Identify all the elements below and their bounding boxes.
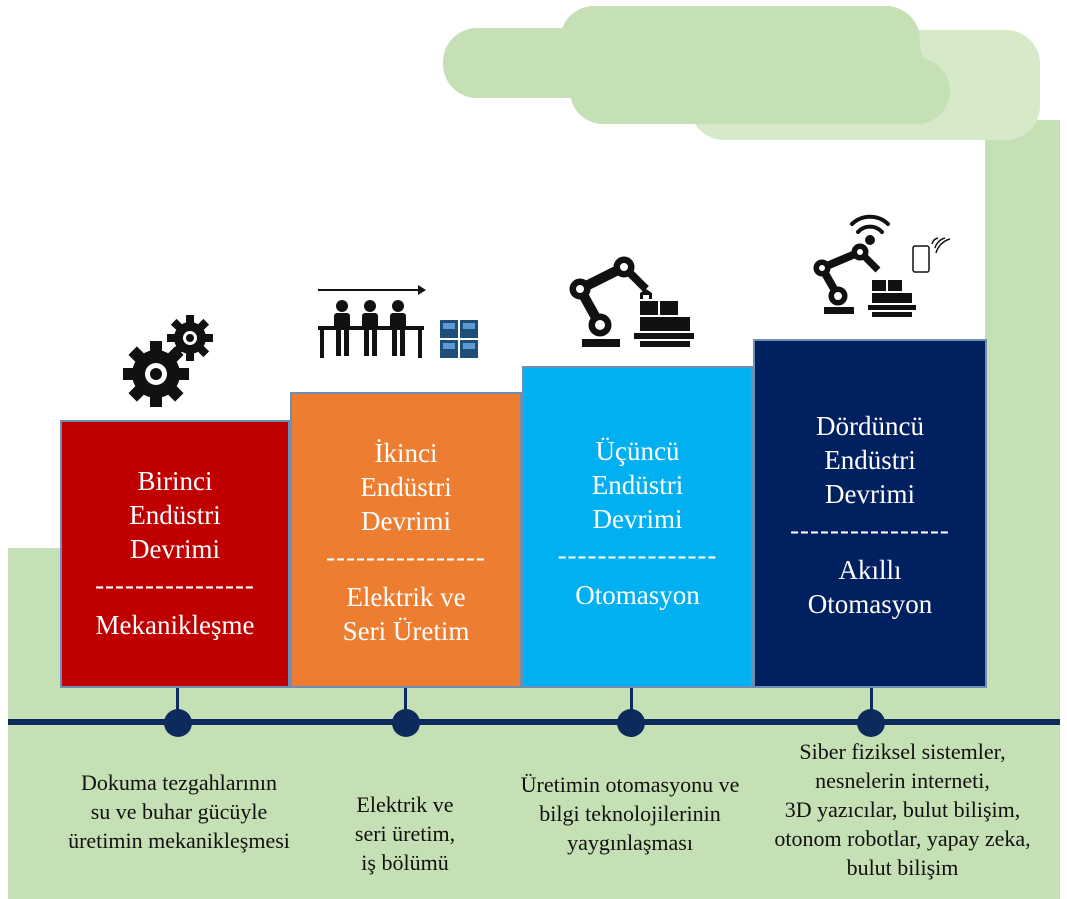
stage-title-line: Endüstri bbox=[591, 470, 684, 500]
timeline-stem bbox=[870, 688, 873, 718]
stage-title-line: Devrimi bbox=[825, 479, 915, 509]
stage-fourth-revolution: Dördüncü Endüstri Devrimi --------------… bbox=[753, 339, 987, 688]
stage-second-revolution: İkinci Endüstri Devrimi ----------------… bbox=[290, 392, 522, 688]
smart-robot-arm-icon bbox=[813, 214, 950, 317]
stage-description: Dokuma tezgahlarının su ve buhar gücüyle… bbox=[40, 768, 318, 855]
stage-description: Siber fiziksel sistemler, nesnelerin int… bbox=[740, 737, 1065, 882]
stage-description: Üretimin otomasyonu ve bilgi teknolojile… bbox=[492, 770, 768, 857]
description-line: seri üretim, bbox=[354, 821, 456, 846]
description-line: Elektrik ve bbox=[356, 792, 454, 817]
stage-divider: ---------------- bbox=[95, 570, 255, 600]
stage-divider: ---------------- bbox=[326, 542, 486, 572]
stage-title-line: Devrimi bbox=[592, 504, 683, 534]
assembly-line-icon bbox=[318, 285, 478, 358]
stage-subtitle-line: Seri Üretim bbox=[342, 616, 470, 646]
stage-third-revolution: Üçüncü Endüstri Devrimi ----------------… bbox=[522, 366, 753, 688]
stage-subtitle-line: Otomasyon bbox=[575, 580, 700, 610]
stage-title-line: Endüstri bbox=[824, 445, 916, 475]
stage-divider: ---------------- bbox=[790, 515, 950, 545]
description-line: üretimin mekanikleşmesi bbox=[68, 828, 290, 853]
description-line: bulut bilişim bbox=[846, 855, 959, 880]
stage-title-line: Birinci bbox=[137, 466, 213, 496]
stage-first-revolution: Birinci Endüstri Devrimi ---------------… bbox=[60, 420, 290, 688]
stage-title-line: Dördüncü bbox=[816, 411, 924, 441]
timeline-dot bbox=[164, 709, 192, 737]
timeline-dot bbox=[857, 709, 885, 737]
gears-icon bbox=[123, 315, 213, 407]
timeline-line bbox=[8, 719, 1060, 725]
description-line: su ve buhar gücüyle bbox=[90, 799, 268, 824]
robot-arm-icon bbox=[569, 256, 694, 347]
description-line: yaygınlaşması bbox=[567, 830, 693, 855]
stage-title-line: İkinci bbox=[374, 438, 438, 468]
stage-subtitle-line: Otomasyon bbox=[807, 589, 933, 619]
timeline-stem bbox=[404, 688, 407, 718]
description-line: Siber fiziksel sistemler, bbox=[799, 739, 1006, 764]
description-line: 3D yazıcılar, bulut bilişim, bbox=[784, 797, 1021, 822]
stage-subtitle-line: Mekanikleşme bbox=[95, 610, 255, 640]
timeline-stem bbox=[630, 688, 633, 718]
description-line: nesnelerin interneti, bbox=[815, 768, 990, 793]
stage-divider: ---------------- bbox=[557, 540, 718, 570]
stage-title-line: Devrimi bbox=[130, 534, 220, 564]
description-line: Dokuma tezgahlarının bbox=[80, 770, 278, 795]
chimney bbox=[985, 120, 1060, 560]
timeline-dot bbox=[617, 709, 645, 737]
description-line: bilgi teknolojilerinin bbox=[539, 801, 721, 826]
stage-subtitle-line: Elektrik ve bbox=[346, 582, 466, 612]
stage-description: Elektrik ve seri üretim, iş bölümü bbox=[330, 790, 480, 877]
stage-subtitle-line: Akıllı bbox=[838, 555, 902, 585]
stage-title-line: Endüstri bbox=[129, 500, 221, 530]
timeline-dot bbox=[392, 709, 420, 737]
description-line: iş bölümü bbox=[361, 850, 449, 875]
cloud-lower bbox=[570, 58, 950, 124]
description-line: Üretimin otomasyonu ve bbox=[520, 772, 740, 797]
stage-title-line: Devrimi bbox=[361, 506, 451, 536]
timeline-stem bbox=[176, 688, 179, 718]
stage-title-line: Endüstri bbox=[360, 472, 452, 502]
description-line: otonom robotlar, yapay zeka, bbox=[774, 826, 1031, 851]
stage-title-line: Üçüncü bbox=[595, 436, 680, 466]
